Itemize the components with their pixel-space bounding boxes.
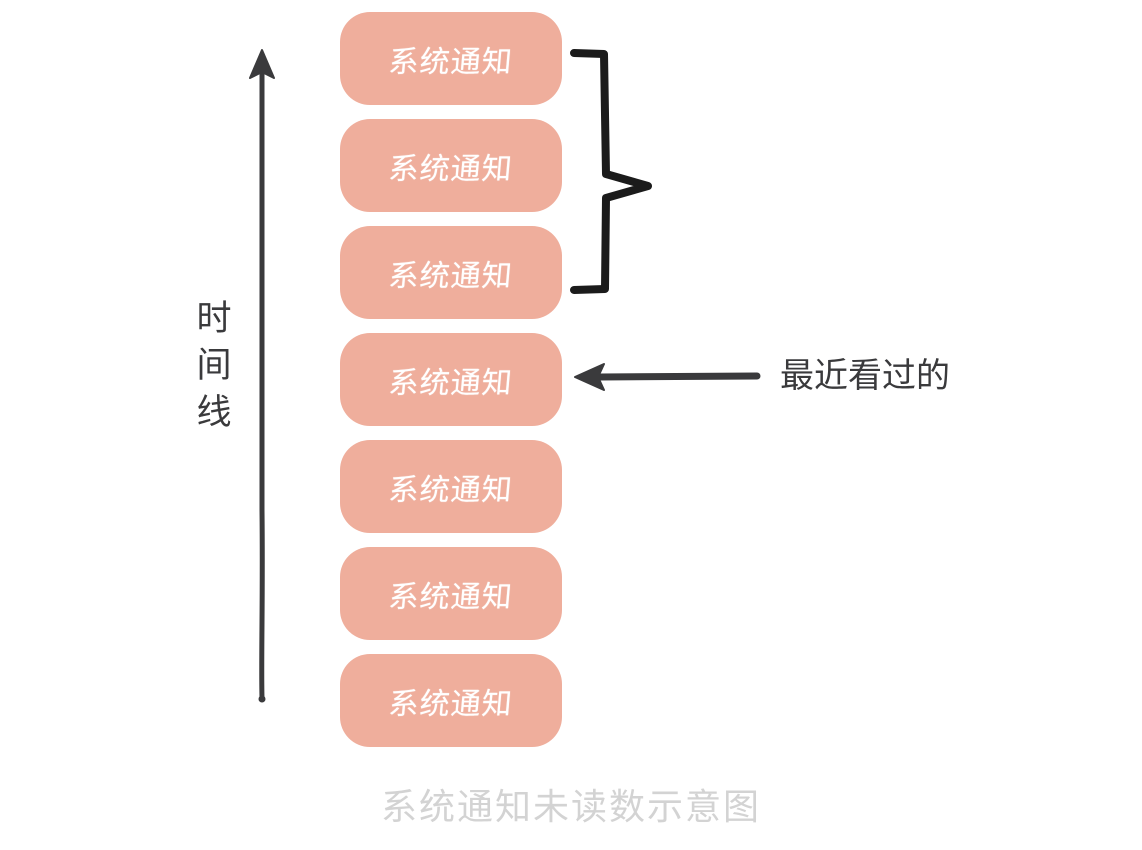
notification-card[interactable]: 系统通知 (340, 119, 562, 212)
notification-card-label: 系统通知 (387, 365, 515, 401)
notification-card[interactable]: 系统通知 (340, 226, 562, 319)
notification-card[interactable]: 系统通知 (340, 547, 562, 640)
notification-card-label: 系统通知 (387, 686, 515, 722)
notification-card-label: 系统通知 (387, 44, 515, 80)
notification-card[interactable]: 系统通知 (340, 333, 562, 426)
recently-viewed-label: 最近看过的 (780, 356, 950, 396)
up-arrow-icon (249, 49, 275, 703)
curly-brace-icon (570, 49, 652, 294)
notification-card-label: 系统通知 (387, 151, 515, 187)
notification-card-label: 系统通知 (387, 258, 515, 294)
notification-card[interactable]: 系统通知 (340, 440, 562, 533)
timeline-label: 时 间 线 (196, 299, 232, 433)
notification-card-label: 系统通知 (387, 472, 515, 508)
timeline-axis (249, 49, 275, 703)
notification-card-stack: 系统通知 系统通知 系统通知 系统通知 系统通知 系统通知 系统通知 (340, 12, 562, 761)
notification-card[interactable]: 系统通知 (340, 654, 562, 747)
diagram-caption: 系统通知未读数示意图 (380, 787, 761, 828)
notification-card-label: 系统通知 (387, 579, 515, 615)
left-arrow-icon (574, 363, 761, 391)
notification-card[interactable]: 系统通知 (340, 12, 562, 105)
